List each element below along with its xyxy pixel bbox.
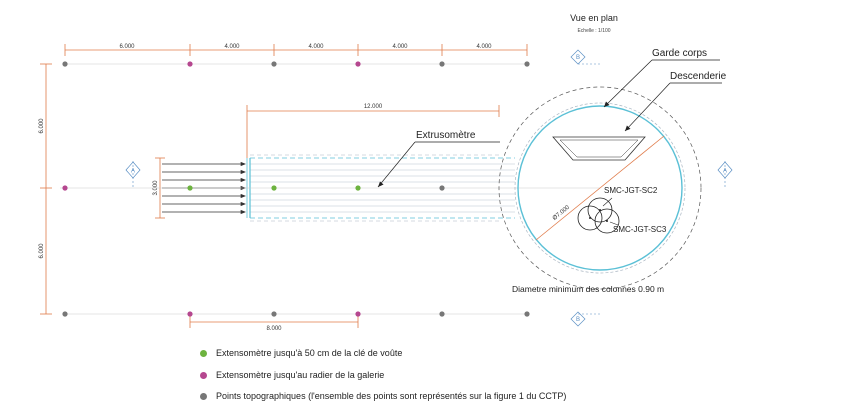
purple-dot-icon [200, 371, 207, 379]
legend-label-invert: Extensomètre jusqu'au radier de la galer… [216, 370, 385, 380]
section-marker-b-bottom: B [570, 311, 600, 327]
gallery-hatching [250, 163, 515, 213]
scale-label: Echelle : 1/100 [577, 28, 610, 34]
legend-item-topo: Points topographiques (l'ensemble des po… [200, 391, 566, 401]
shaft-diameter-line [535, 135, 665, 241]
descenderie-shape [552, 136, 646, 161]
top-dimension-chain [64, 44, 528, 56]
sc3-leader [609, 221, 619, 226]
dim-top-2: 4.000 [224, 44, 240, 50]
garde-corps-leader [603, 59, 720, 108]
dim-top-4: 4.000 [392, 44, 408, 50]
dim-gallery-width: 3.000 [153, 180, 159, 196]
section-marker-b-top: B [570, 49, 600, 65]
left-dimension-chain [40, 63, 52, 315]
section-b-bottom-label: B [576, 317, 580, 323]
callout-sc3: SMC-JGT-SC3 [613, 225, 667, 234]
bottom-dimension [189, 316, 359, 328]
invert-extensometer-points [62, 61, 361, 317]
green-dot-icon [200, 349, 207, 357]
legend-label-crown: Extensomètre jusqu'à 50 cm de la clé de … [216, 348, 403, 358]
dim-top-3: 4.000 [308, 44, 324, 50]
dim-top-1: 6.000 [119, 44, 135, 50]
section-b-top-label: B [576, 55, 580, 61]
dim-left-2: 6.000 [39, 243, 45, 259]
dim-top-5: 4.000 [476, 44, 492, 50]
dim-left-1: 6.000 [39, 118, 45, 134]
shaft-inner-circle [517, 105, 683, 271]
dim-gallery-length: 12.000 [364, 104, 383, 110]
section-marker-a-right: A [717, 161, 733, 188]
grid-lines [60, 63, 527, 315]
legend-item-invert: Extensomètre jusqu'au radier de la galer… [200, 370, 384, 380]
callout-garde-corps: Garde corps [652, 48, 707, 59]
extrusometre-leader [377, 141, 500, 188]
descenderie-leader [624, 82, 722, 132]
grey-dot-icon [200, 392, 207, 400]
callout-extrusometre: Extrusomètre [416, 130, 476, 141]
callout-descenderie: Descenderie [670, 71, 727, 82]
dim-bottom: 8.000 [266, 326, 282, 332]
section-a-right-label: A [723, 169, 727, 175]
callout-sc2: SMC-JGT-SC2 [604, 186, 658, 195]
shaft-outer-dashed-circle [498, 86, 702, 290]
topographic-points [62, 61, 530, 317]
column-center-dots [589, 209, 608, 222]
sc2-leader [602, 197, 613, 207]
column-diameter-note: Diametre minimum des colonnes 0.90 m [512, 284, 664, 294]
guardrail-circle [514, 102, 686, 274]
crown-extensometer-points [187, 185, 361, 191]
legend-label-topo: Points topographiques (l'ensemble des po… [216, 391, 567, 401]
gallery-length-dimension [246, 105, 500, 158]
title: Vue en plan [570, 13, 618, 23]
section-a-left-label: A [131, 169, 135, 175]
jet-grouting-columns [577, 197, 620, 234]
section-marker-a-left: A [125, 161, 141, 188]
legend-item-crown: Extensomètre jusqu'à 50 cm de la clé de … [200, 348, 402, 358]
